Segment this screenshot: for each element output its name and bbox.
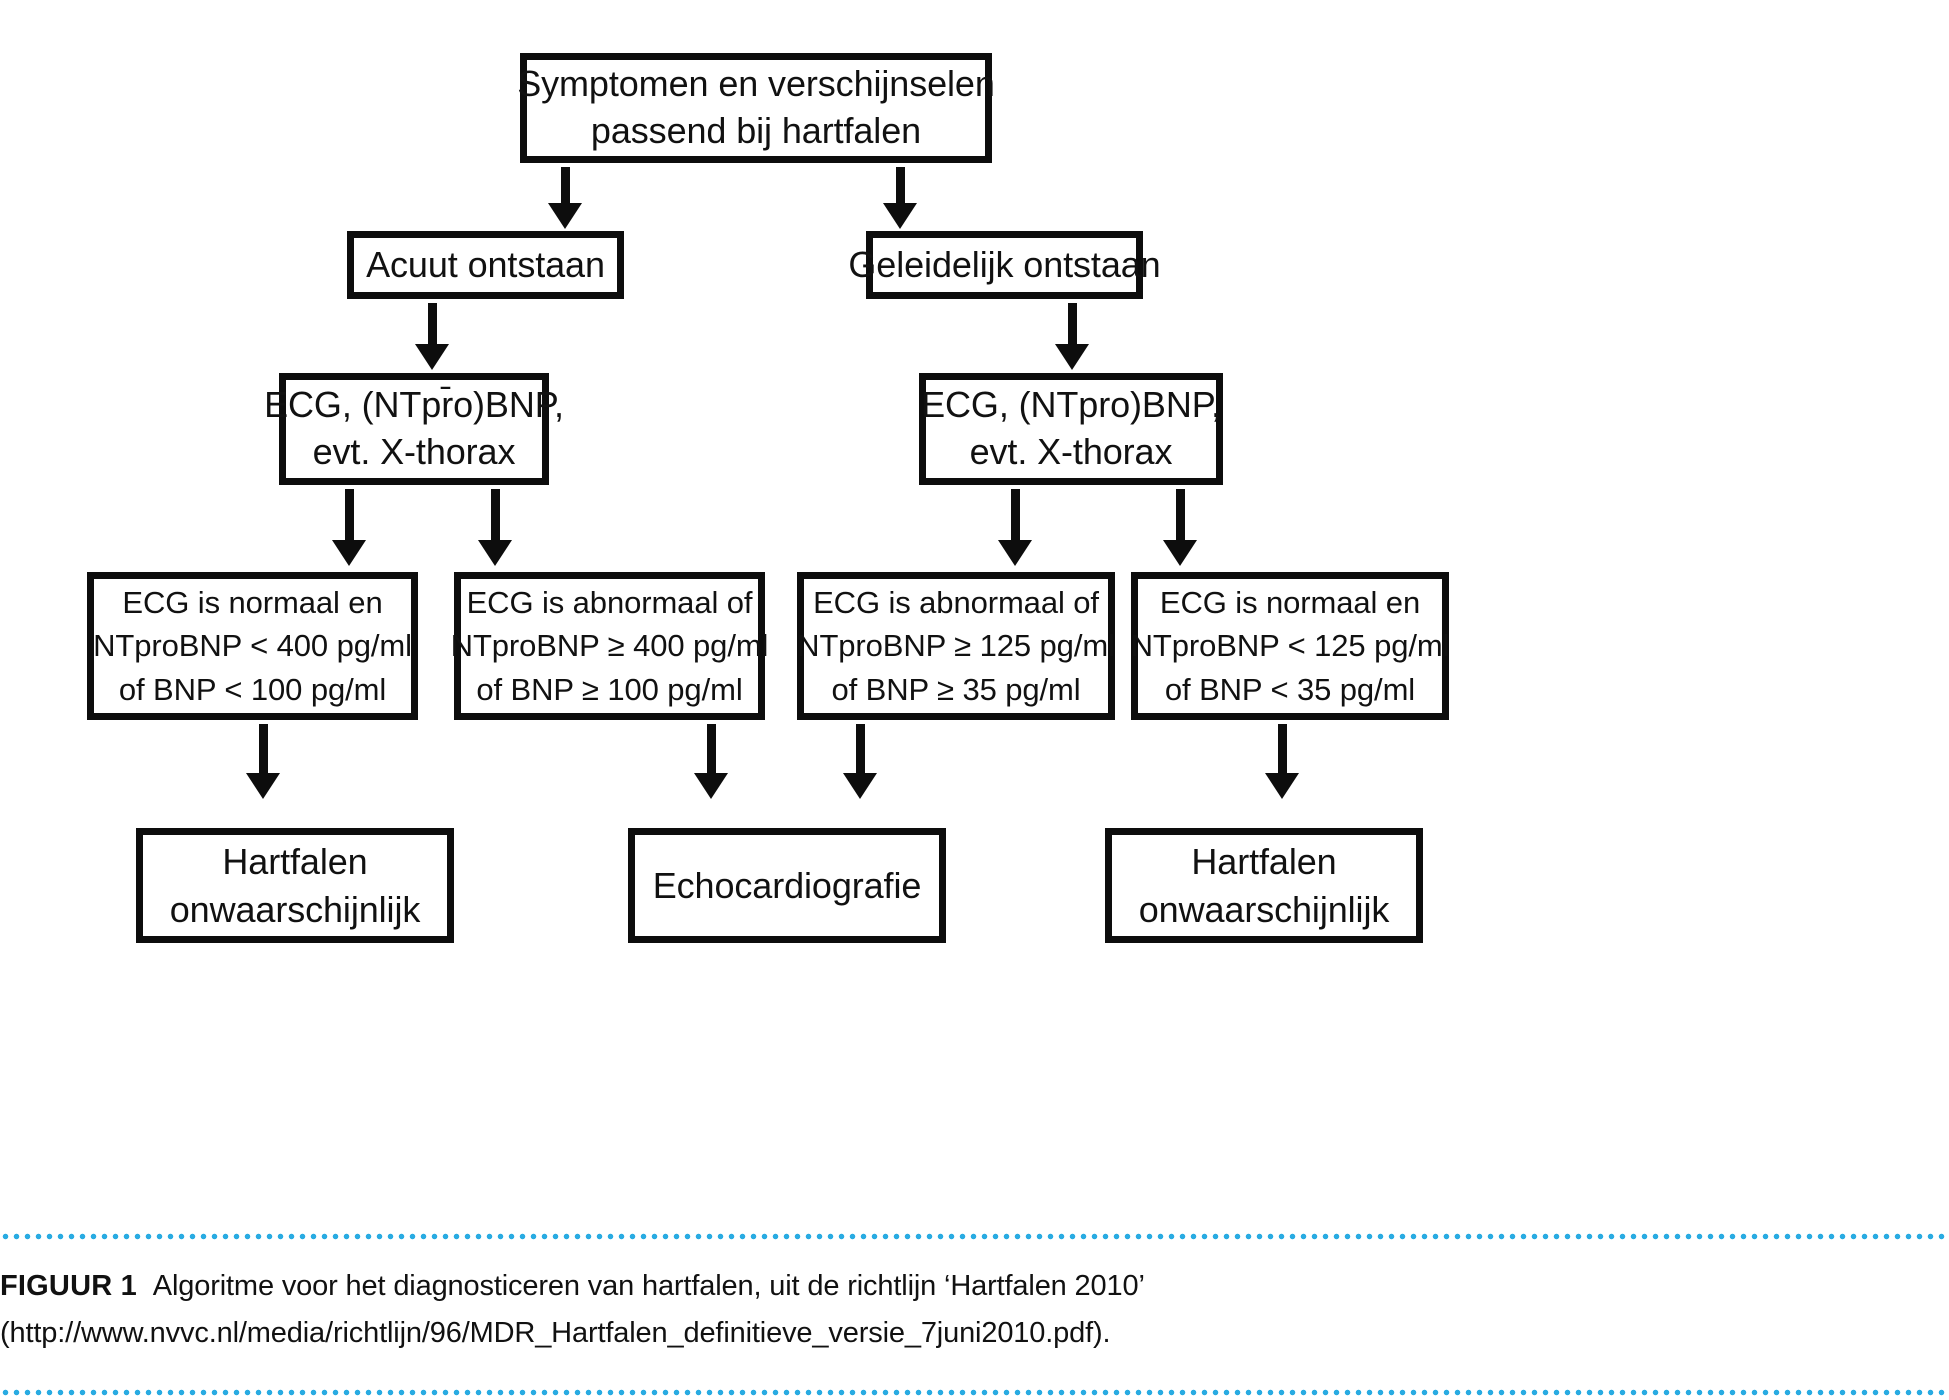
node-criterion-1-line1: ECG is normaal en bbox=[122, 584, 383, 620]
node-ecg-bnp-xthorax-right-line1: ECG, (NTpro)BNP, bbox=[921, 384, 1221, 426]
node-outcome-hartfalen-onwaarschijnlijk-left: Hartfalen onwaarschijnlijk bbox=[136, 828, 454, 943]
heart-failure-diagnosis-flowchart: Symptomen en verschijnselen passend bij … bbox=[87, 53, 1449, 943]
node-acuut-ontstaan: Acuut ontstaan bbox=[347, 231, 624, 299]
node-criterion-1-line2: NTproBNP < 400 pg/ml bbox=[93, 628, 412, 664]
figure-label: FIGUUR 1 bbox=[0, 1270, 137, 1302]
node-criterion-4-line2: NTproBNP < 125 pg/ml bbox=[1130, 628, 1450, 664]
figure-caption: FIGUUR 1 Algoritme voor het diagnosticer… bbox=[0, 1263, 1949, 1357]
node-outcome-right-line2: onwaarschijnlijk bbox=[1138, 888, 1390, 930]
node-criterion-1-line3: of BNP < 100 pg/ml bbox=[118, 671, 387, 707]
node-ecg-bnp-xthorax-right-line2: evt. X-thorax bbox=[969, 431, 1173, 472]
node-geleidelijk-ontstaan: Geleidelijk ontstaan bbox=[848, 231, 1161, 299]
node-criterion-2-line1: ECG is abnormaal of bbox=[466, 584, 753, 620]
node-outcome-echocardiografie: Echocardiografie bbox=[628, 828, 946, 943]
node-outcome-left-line1: Hartfalen bbox=[222, 840, 368, 882]
node-criterion-abnormal-ecg-125: ECG is abnormaal of NTproBNP ≥ 125 pg/ml… bbox=[797, 572, 1115, 720]
dotted-rule-top bbox=[0, 1233, 1949, 1240]
node-criterion-4-line1: ECG is normaal en bbox=[1159, 584, 1421, 620]
figure-caption-zone: FIGUUR 1 Algoritme voor het diagnosticer… bbox=[0, 1225, 1949, 1400]
node-ecg-bnp-xthorax-right: ECG, (NTpro)BNP, evt. X-thorax bbox=[919, 373, 1223, 485]
node-criterion-abnormal-ecg-400: ECG is abnormaal of NTproBNP ≥ 400 pg/ml… bbox=[451, 572, 768, 720]
node-criterion-normal-ecg-125: ECG is normaal en NTproBNP < 125 pg/ml o… bbox=[1131, 572, 1449, 720]
figure-caption-text: Algoritme voor het diagnosticeren van ha… bbox=[0, 1270, 1144, 1349]
node-geleidelijk-ontstaan-label: Geleidelijk ontstaan bbox=[848, 243, 1161, 285]
node-criterion-2-line3: of BNP ≥ 100 pg/ml bbox=[476, 671, 743, 707]
node-outcome-hartfalen-onwaarschijnlijk-right: Hartfalen onwaarschijnlijk bbox=[1105, 828, 1423, 943]
node-ecg-bnp-xthorax-left-line1: ECG, (NTpr̄o)BNP, bbox=[264, 384, 564, 426]
node-criterion-2-line2: NTproBNP ≥ 400 pg/ml bbox=[450, 628, 769, 664]
node-criterion-3-line2: NTproBNP ≥ 125 pg/ml bbox=[797, 628, 1115, 664]
node-outcome-echo-label: Echocardiografie bbox=[652, 864, 922, 906]
node-acuut-ontstaan-label: Acuut ontstaan bbox=[366, 243, 605, 285]
node-symptoms-root: Symptomen en verschijnselen passend bij … bbox=[517, 53, 995, 163]
dotted-rule-bottom bbox=[0, 1389, 1949, 1396]
node-outcome-left-line2: onwaarschijnlijk bbox=[169, 888, 421, 930]
node-ecg-bnp-xthorax-left-line2: evt. X-thorax bbox=[312, 431, 516, 472]
node-criterion-3-line3: of BNP ≥ 35 pg/ml bbox=[831, 671, 1081, 707]
node-criterion-4-line3: of BNP < 35 pg/ml bbox=[1164, 671, 1416, 707]
node-ecg-bnp-xthorax-left: ECG, (NTpr̄o)BNP, evt. X-thorax bbox=[264, 373, 564, 485]
node-criterion-3-line1: ECG is abnormaal of bbox=[813, 584, 1099, 620]
node-symptoms-root-line2: passend bij hartfalen bbox=[590, 110, 922, 151]
node-symptoms-root-line1: Symptomen en verschijnselen bbox=[517, 63, 995, 105]
node-criterion-normal-ecg-400: ECG is normaal en NTproBNP < 400 pg/ml o… bbox=[87, 572, 418, 720]
node-outcome-right-line1: Hartfalen bbox=[1191, 840, 1337, 882]
